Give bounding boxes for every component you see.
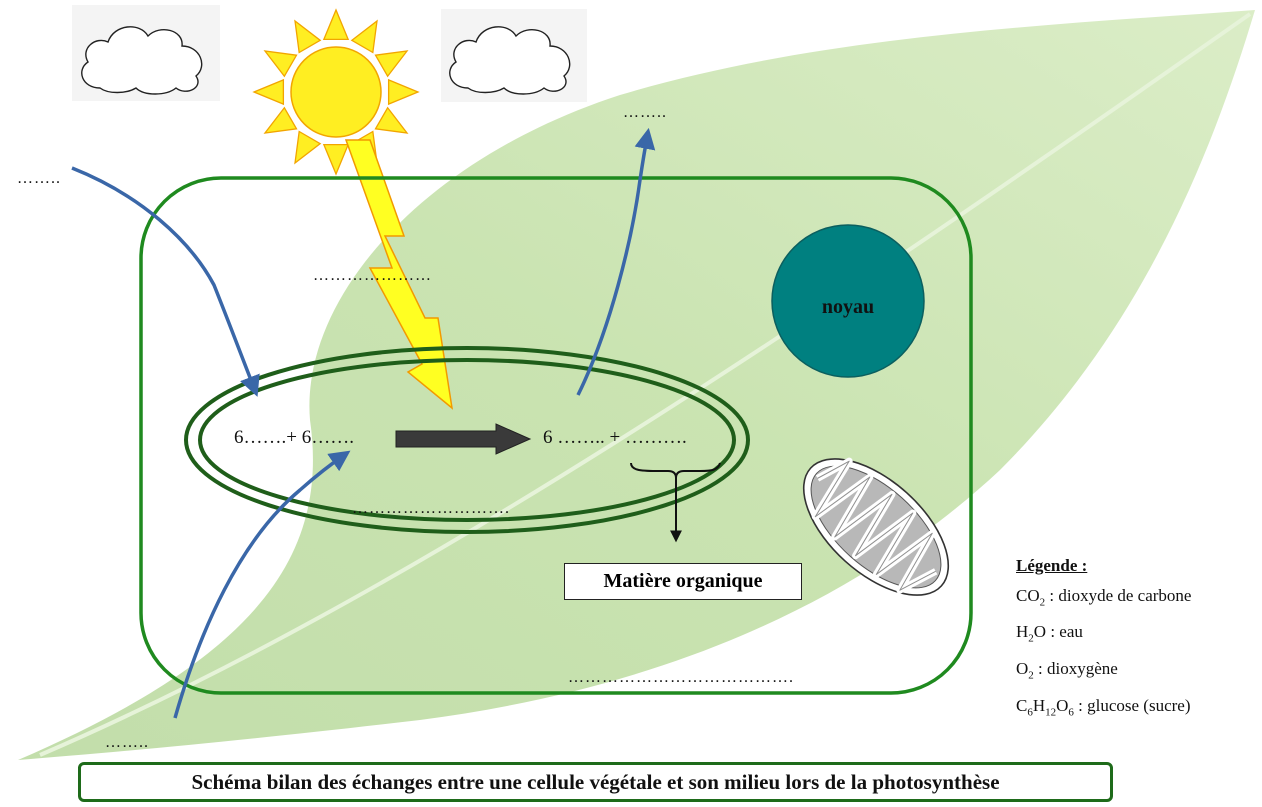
sun-ray	[263, 106, 298, 134]
sun-disk	[290, 46, 382, 138]
legend-co2: CO2 : dioxyde de carbone	[1016, 585, 1192, 608]
organic-matter-label: Matière organique	[603, 570, 763, 592]
legend-o2: O2 : dioxygène	[1016, 659, 1118, 682]
sun-ray	[374, 50, 409, 78]
cloud-left-icon	[72, 5, 220, 101]
sun-ray	[263, 50, 298, 78]
blank-top-left: ……..	[17, 170, 61, 187]
diagram-title: Schéma bilan des échanges entre une cell…	[191, 769, 1000, 794]
mitochondrion-icon	[802, 457, 950, 596]
blank-chloroplast: ……………………….	[352, 500, 510, 517]
sun-ray	[374, 106, 409, 134]
blank-light: …………………	[313, 267, 432, 284]
chloroplast	[184, 346, 750, 534]
plant-cell-membrane	[139, 176, 973, 695]
sun-ray	[350, 19, 378, 54]
reaction-arrow	[395, 423, 532, 455]
nucleus-label: noyau	[821, 296, 875, 318]
legend: Légende : CO2 : dioxyde de carbone H2O :…	[1016, 551, 1191, 728]
blank-bottom-left: ……..	[105, 734, 149, 751]
sun-ray	[294, 19, 322, 54]
cloud-right-icon	[441, 9, 587, 102]
sun-ray	[387, 78, 420, 106]
diagram-title-box: Schéma bilan des échanges entre une cell…	[78, 762, 1113, 802]
arrow-in-top-left	[71, 166, 260, 397]
sun-ray	[294, 130, 322, 165]
blank-cell: ………………………………….	[568, 669, 794, 686]
arrow-in-bottom-left	[173, 450, 351, 719]
sun-ray	[322, 8, 350, 41]
nucleus	[771, 224, 925, 378]
sun-ray	[252, 78, 285, 106]
sun-ray	[322, 143, 350, 176]
equation-reactants: 6…….+ 6…….	[234, 427, 354, 448]
light-bolt-icon	[344, 139, 454, 410]
equation-products: 6 …….. + ……….	[543, 427, 687, 448]
legend-h2o: H2O : eau	[1016, 622, 1083, 645]
arrow-out-top-right	[576, 127, 656, 396]
sun-icon	[252, 8, 420, 176]
organic-matter-box: Matière organique	[564, 563, 802, 600]
blank-top-right: ……..	[623, 104, 667, 121]
legend-glucose: C6H12O6 : glucose (sucre)	[1016, 696, 1191, 719]
legend-title: Légende :	[1016, 556, 1088, 575]
